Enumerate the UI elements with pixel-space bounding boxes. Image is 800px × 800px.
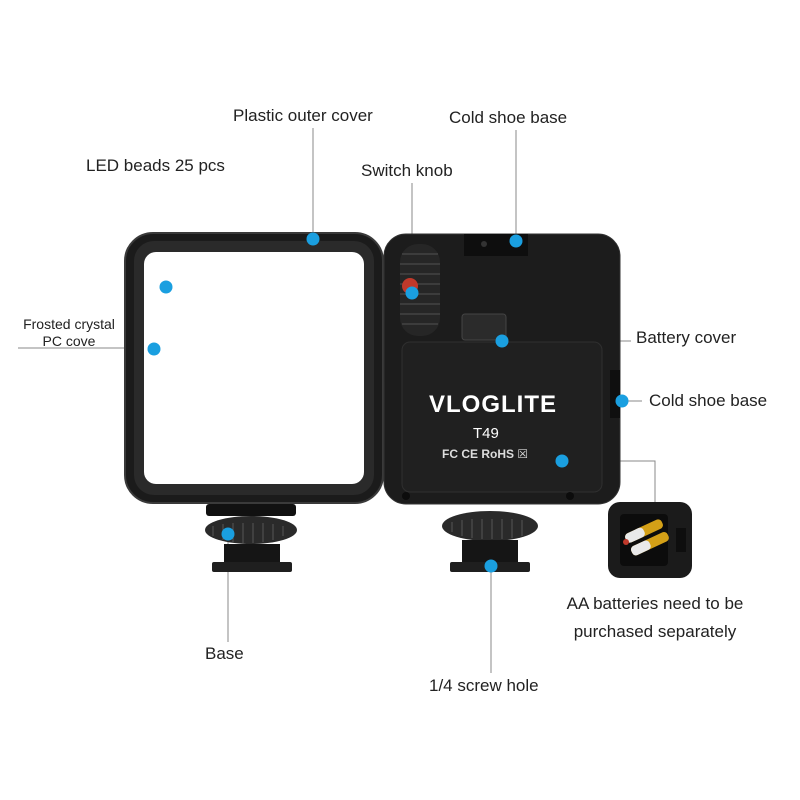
label-frosted-crystal-line2: PC cove: [42, 332, 96, 349]
front-led-panel: [124, 232, 384, 572]
label-aa-batteries-line2: purchased separately: [573, 622, 737, 642]
label-screw-hole: 1/4 screw hole: [429, 676, 539, 695]
label-frosted-crystal-line1: Frosted crystal: [23, 316, 115, 332]
label-base: Base: [205, 644, 244, 663]
callout-dot-battery-cover: [495, 334, 509, 348]
callout-dot-cold-shoe-side: [615, 394, 629, 408]
certification-marks: FC CE RoHS ☒: [442, 447, 529, 461]
back-light-body: [383, 233, 621, 572]
label-cold-shoe-base-top: Cold shoe base: [449, 108, 568, 127]
callout-dot-switch-knob: [405, 286, 419, 300]
label-led-beads: LED beads 25 pcs: [86, 156, 225, 175]
callout-dot-cold-shoe-top: [509, 234, 523, 248]
callout-dot-aa-batteries: [555, 454, 569, 468]
callout-dot-base: [221, 527, 235, 541]
label-battery-cover: Battery cover: [636, 328, 737, 347]
label-aa-batteries: AA batteries need to be purchased separa…: [540, 590, 770, 646]
callout-dot-led-beads: [159, 280, 173, 294]
label-frosted-crystal: Frosted crystal PC cove: [14, 316, 124, 350]
callout-dot-screw-hole: [484, 559, 498, 573]
callout-dot-plastic-cover: [306, 232, 320, 246]
label-cold-shoe-base-side: Cold shoe base: [649, 391, 768, 410]
battery-inset-image: [608, 502, 692, 578]
callout-dot-frosted: [147, 342, 161, 356]
brand-name: VLOGLITE: [429, 391, 557, 418]
model-number: T49: [473, 425, 499, 442]
label-aa-batteries-line1: AA batteries need to be: [566, 594, 744, 613]
label-plastic-outer-cover: Plastic outer cover: [233, 106, 373, 125]
label-switch-knob: Switch knob: [361, 161, 453, 180]
